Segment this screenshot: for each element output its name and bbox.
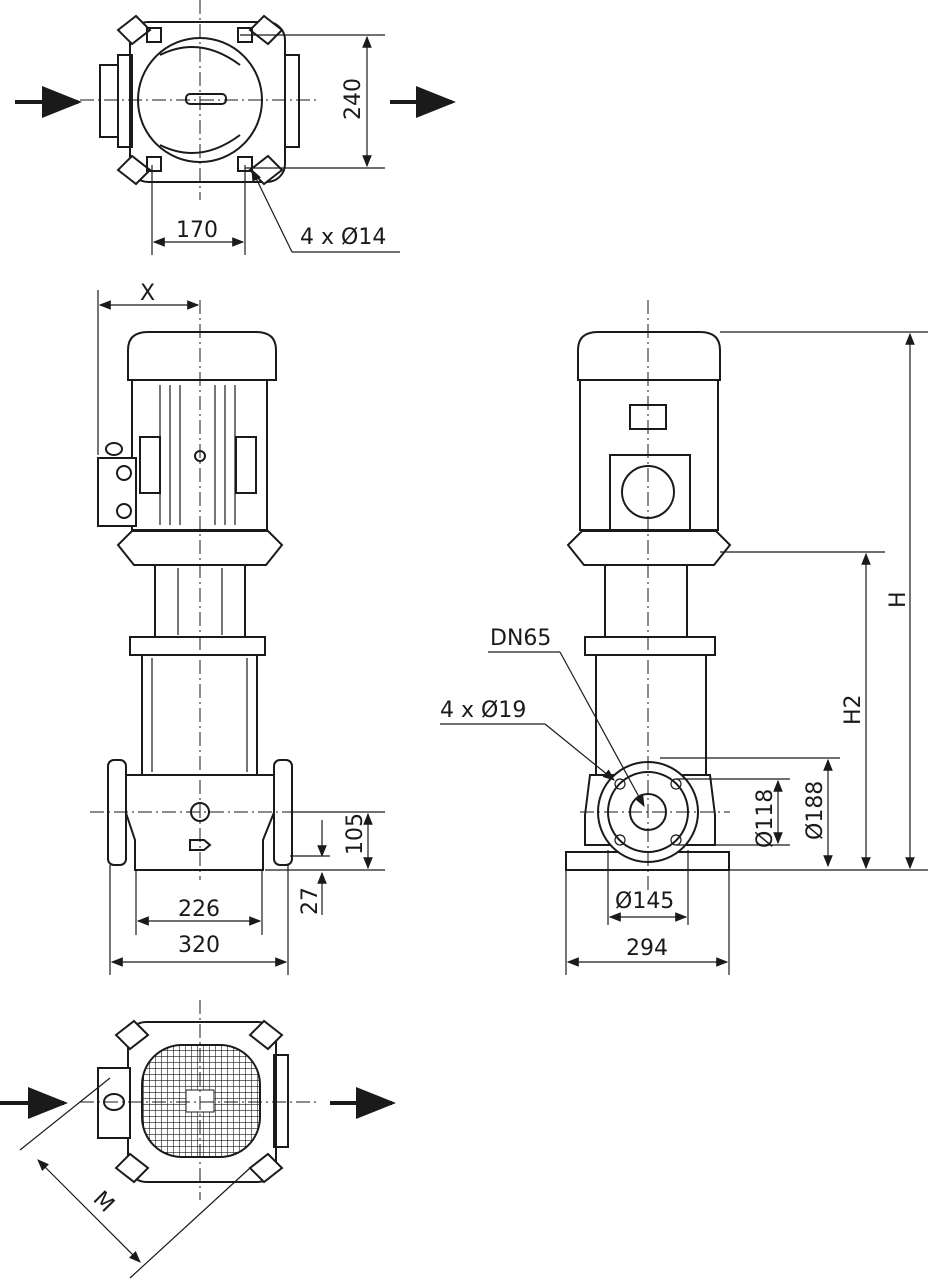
dim-188-label: Ø188 [803,781,828,840]
dim-118-label: Ø118 [753,789,778,848]
dim-226-label: 226 [178,897,220,922]
dim-x-label: X [140,281,155,306]
dim-h-label: H [886,591,911,608]
dim-105-label: 105 [343,813,368,855]
dim-240-label: 240 [341,78,366,120]
dim-145-label: Ø145 [615,889,674,914]
bottom-view: M [0,1000,396,1279]
flange-dn65-label: DN65 [490,626,551,651]
top-view: 240 170 4 x Ø14 [15,0,456,255]
holes-19-label: 4 x Ø19 [440,698,526,723]
dim-170-label: 170 [176,218,218,243]
dim-294-label: 294 [626,936,668,961]
dim-h2-label: H2 [841,694,866,725]
dim-m-label: M [88,1187,119,1218]
side-view: X 105 27 226 320 [90,281,385,975]
front-view: H H2 Ø188 Ø118 Ø145 294 DN65 4 x Ø19 [440,300,928,975]
dim-27-label: 27 [298,887,323,915]
dim-320-label: 320 [178,933,220,958]
holes-14-label: 4 x Ø14 [300,225,386,250]
